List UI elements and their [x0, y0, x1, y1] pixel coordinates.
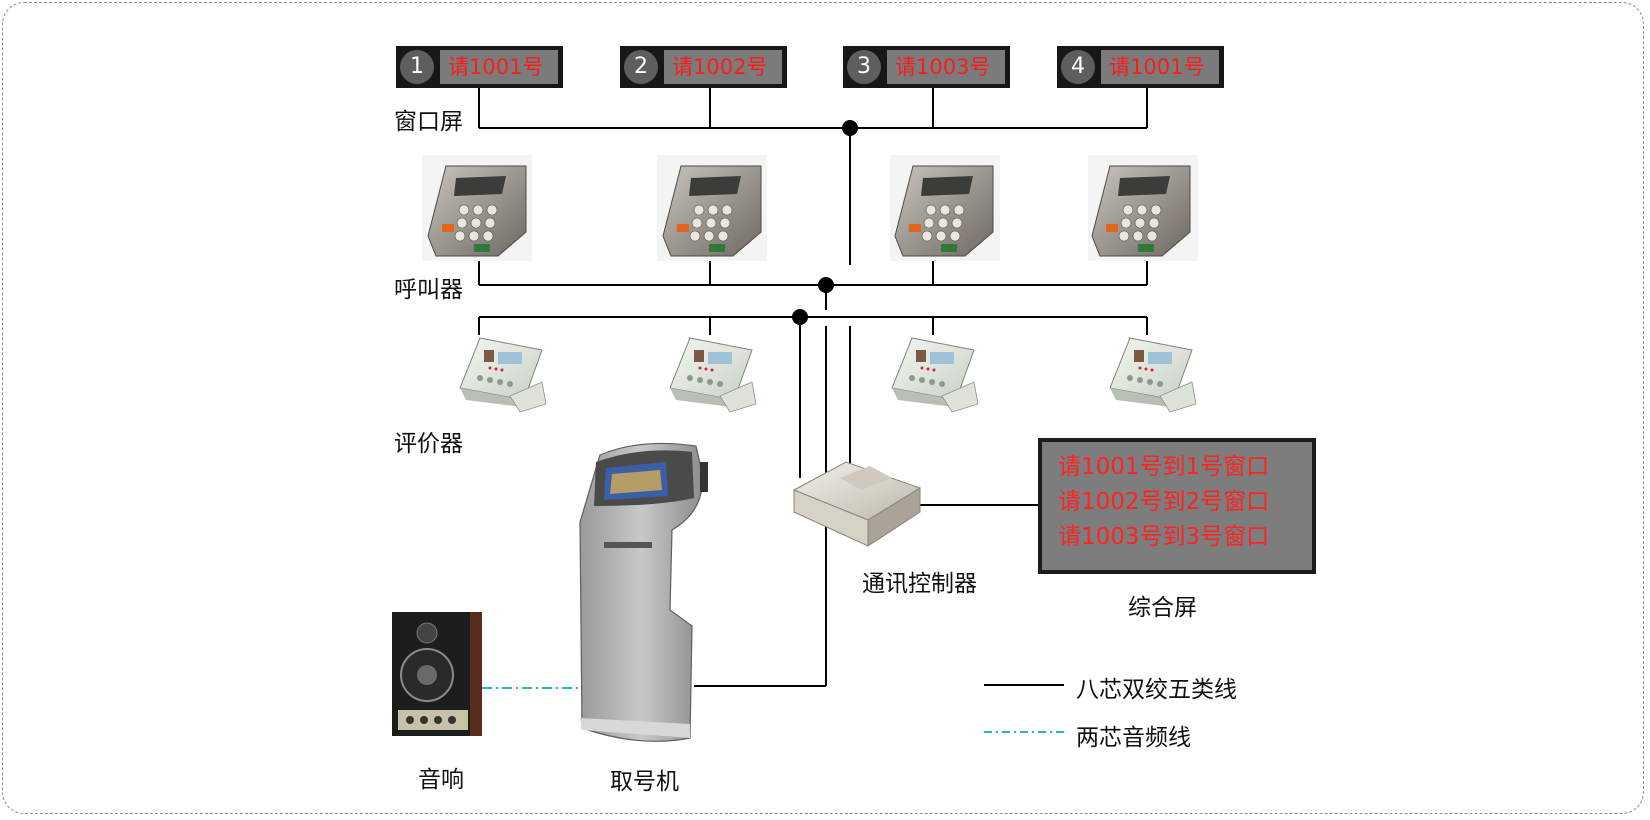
main-screen-line-2: 请1002号到2号窗口 — [1058, 489, 1270, 515]
main-screen-line-3: 请1003号到3号窗口 — [1058, 524, 1270, 550]
caller-device-3 — [890, 155, 1000, 261]
controller-label: 通讯控制器 — [862, 571, 977, 597]
ticket-machine-device — [579, 442, 708, 742]
window-screen-text: 请1001号 — [440, 50, 558, 84]
window-number-badge: 3 — [847, 50, 881, 84]
caller-device-2 — [657, 155, 767, 261]
evaluator-bus — [478, 316, 1148, 335]
window-screen-2: 2 请1002号 — [620, 46, 787, 88]
window-screen-3: 3 请1003号 — [843, 46, 1010, 88]
caller-bus — [478, 258, 1148, 310]
window-screen-text: 请1001号 — [1101, 50, 1219, 84]
window-screen-text: 请1002号 — [664, 50, 782, 84]
junction-dot — [818, 277, 834, 293]
main-screen-line-1: 请1001号到1号窗口 — [1058, 454, 1270, 480]
legend-audio-label: 两芯音频线 — [1076, 725, 1191, 751]
speaker-label: 音响 — [418, 767, 464, 793]
legend-cable-label: 八芯双绞五类线 — [1076, 677, 1237, 703]
window-number-badge: 4 — [1061, 50, 1095, 84]
window-screen-label: 窗口屏 — [394, 109, 463, 135]
caller-device-4 — [1088, 155, 1198, 261]
evaluator-device-3 — [891, 337, 979, 413]
evaluator-label: 评价器 — [394, 431, 463, 457]
window-screen-bus — [478, 87, 1148, 265]
caller-label: 呼叫器 — [394, 277, 463, 303]
window-number-badge: 2 — [624, 50, 658, 84]
junction-dot — [842, 120, 858, 136]
evaluator-device-1 — [459, 337, 547, 413]
main-screen-label: 综合屏 — [1128, 595, 1197, 621]
window-screen-text: 请1003号 — [887, 50, 1005, 84]
window-screen-1: 1 请1001号 — [396, 46, 563, 88]
ticket-machine-label: 取号机 — [610, 769, 679, 795]
communication-controller-device — [792, 461, 922, 547]
caller-device-1 — [422, 155, 532, 261]
speaker-device — [392, 612, 482, 736]
window-number-badge: 1 — [400, 50, 434, 84]
evaluator-device-2 — [669, 337, 757, 413]
main-display-screen: 请1001号到1号窗口 请1002号到2号窗口 请1003号到3号窗口 — [1038, 438, 1316, 574]
evaluator-device-4 — [1109, 337, 1197, 413]
window-screen-4: 4 请1001号 — [1057, 46, 1224, 88]
